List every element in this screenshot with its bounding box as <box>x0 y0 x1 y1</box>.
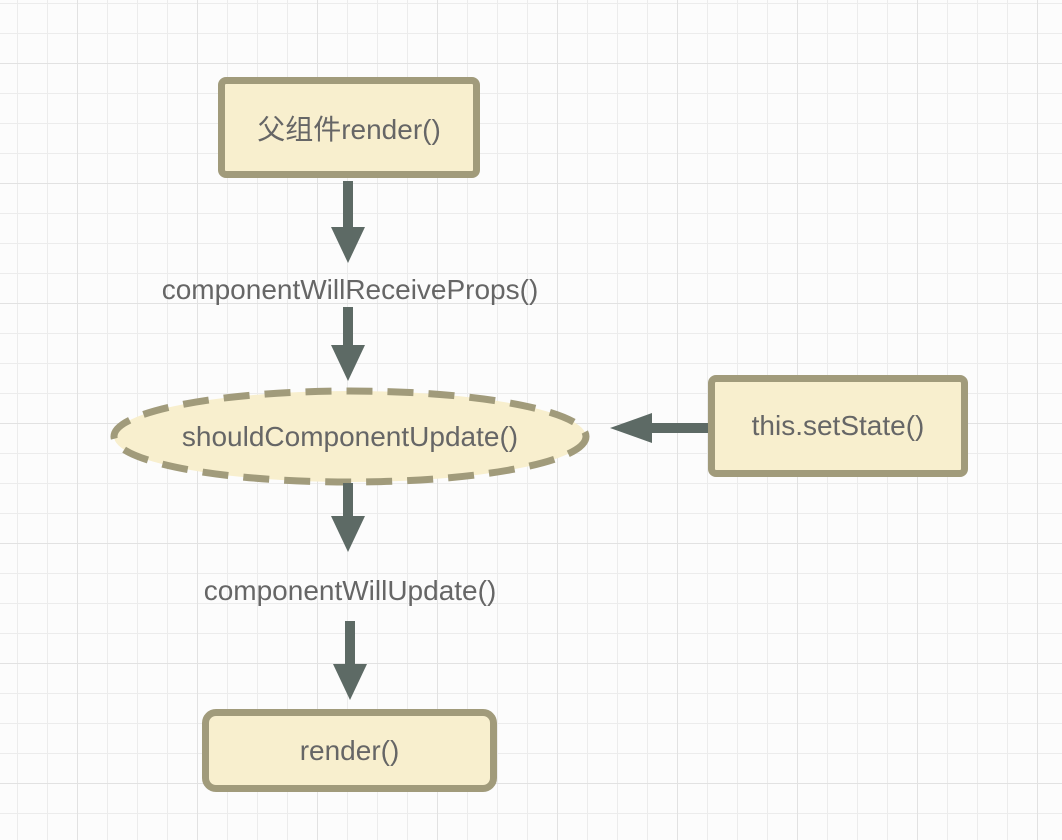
arrow-down-icon <box>331 483 365 552</box>
arrow-down-icon <box>333 621 367 700</box>
node-set-state-label: this.setState() <box>751 410 925 441</box>
arrow-head <box>331 227 365 263</box>
label-component-will-receive-props: componentWillReceiveProps() <box>161 274 539 305</box>
arrow-shaft <box>343 181 353 227</box>
node-set-state: this.setState() <box>708 375 968 477</box>
arrow-head <box>333 664 367 700</box>
arrow-shaft <box>343 483 353 516</box>
node-render-label: render() <box>299 734 400 766</box>
arrow-down-icon <box>331 181 365 263</box>
node-should-component-update: shouldComponentUpdate() <box>108 386 592 487</box>
dashed-ellipse-shape <box>110 387 590 486</box>
arrow-head <box>331 516 365 552</box>
arrow-head <box>331 345 365 381</box>
arrow-down-icon <box>331 307 365 381</box>
node-parent-render: 父组件render() <box>218 77 480 178</box>
label-component-will-update: componentWillUpdate() <box>203 575 497 606</box>
node-render: render() <box>202 709 497 792</box>
arrow-shaft <box>652 423 708 433</box>
arrow-shaft <box>343 307 353 345</box>
node-parent-render-label: 父组件render() <box>257 113 441 145</box>
arrow-shaft <box>345 621 355 664</box>
node-should-component-update-label: shouldComponentUpdate() <box>181 420 519 452</box>
arrow-left-icon <box>610 413 708 443</box>
arrow-head <box>610 413 652 443</box>
